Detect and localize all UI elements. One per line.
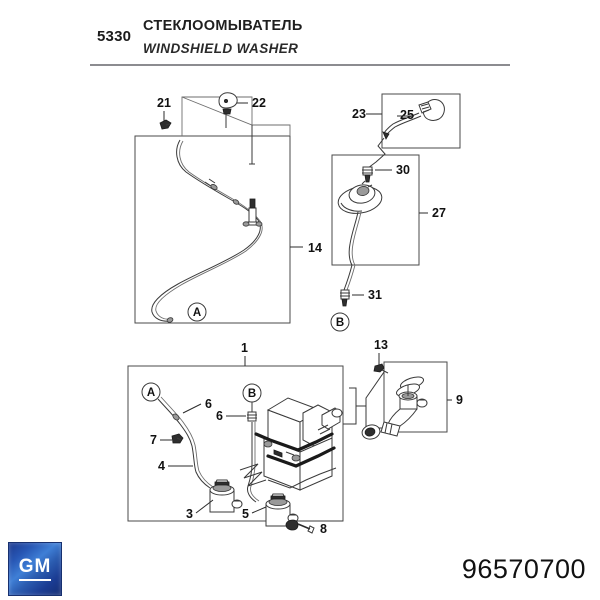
- title-english: WINDSHIELD WASHER: [143, 41, 299, 56]
- diagram-footer: GM 96570700: [0, 534, 600, 600]
- label-14: 14: [308, 241, 322, 255]
- label-5: 5: [242, 507, 249, 521]
- group-21-clip: 21: [157, 96, 172, 130]
- label-22: 22: [252, 96, 266, 110]
- label-9: 9: [456, 393, 463, 407]
- callout-b-bottom: B: [248, 388, 256, 400]
- header-divider: [90, 64, 510, 66]
- callout-a-bottom: A: [147, 387, 155, 399]
- label-27: 27: [432, 206, 446, 220]
- group-14-hose-assembly: A 14: [134, 96, 322, 324]
- label-7: 7: [150, 433, 157, 447]
- gm-logo: GM: [8, 542, 62, 596]
- label-25: 25: [400, 108, 414, 122]
- connector-30: 30: [362, 163, 410, 183]
- label-6-upper: 6: [205, 397, 212, 411]
- hose-tee-fitting: [242, 198, 263, 227]
- title-russian: СТЕКЛООМЫВАТЕЛЬ: [143, 18, 303, 34]
- callout-b-top: B: [336, 317, 344, 329]
- rear-pump-body: [337, 180, 383, 214]
- label-1: 1: [241, 341, 248, 355]
- group-23-rear-nozzle: 23 25: [352, 93, 461, 149]
- group-1-reservoir-assembly: 1 A 6 7 4: [127, 341, 366, 527]
- part-number: 96570700: [461, 554, 586, 584]
- label-21: 21: [157, 96, 171, 110]
- filler-neck-tube: [361, 376, 428, 440]
- group-27-rear-hose: 27 30: [331, 137, 446, 266]
- parts-diagram-canvas: A 14 21 22: [0, 72, 600, 534]
- callout-a-top: A: [193, 307, 201, 319]
- diagram-header: 5330 СТЕКЛООМЫВАТЕЛЬ WINDSHIELD WASHER: [0, 0, 600, 72]
- group-8-screw: 8: [285, 519, 343, 534]
- label-30: 30: [396, 163, 410, 177]
- label-4: 4: [158, 459, 165, 473]
- washer-pump-5: [265, 493, 299, 527]
- label-8: 8: [320, 522, 327, 534]
- label-13: 13: [374, 338, 388, 352]
- group-9-filler-neck: 9 13: [361, 338, 463, 440]
- gm-logo-text: GM: [18, 557, 52, 581]
- washer-reservoir-tank: [239, 397, 343, 491]
- washer-pump-3: [209, 479, 243, 513]
- group-22-nozzle: 22: [218, 92, 266, 165]
- group-code: 5330: [97, 28, 132, 45]
- label-3: 3: [186, 507, 193, 521]
- label-31: 31: [368, 288, 382, 302]
- group-31-connector-b: 31 B: [330, 264, 382, 332]
- label-23: 23: [352, 107, 366, 121]
- label-6-lower: 6: [216, 409, 223, 423]
